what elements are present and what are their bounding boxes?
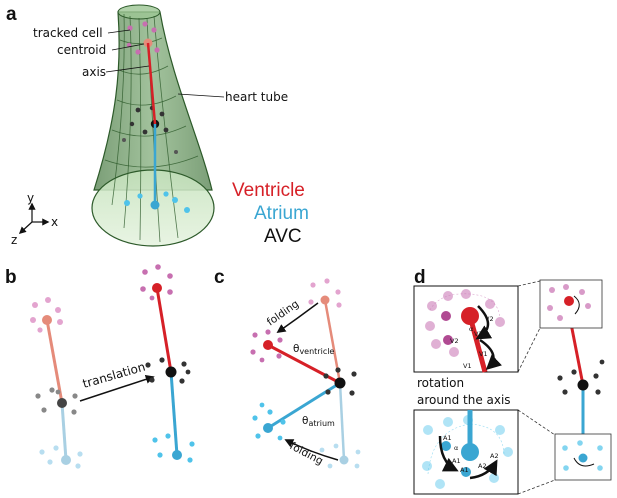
translation-arrow xyxy=(79,374,155,402)
v-label-5: V1 xyxy=(463,362,472,370)
a-label-0: A1 xyxy=(443,434,452,442)
coordinate-axes: y x z xyxy=(11,191,58,247)
theta-atrium-symbol: θ xyxy=(302,415,308,427)
region-legend: Ventricle Atrium AVC xyxy=(232,180,309,247)
zoom-box-ventricle: V2 α V2 V2 V1 V1 xyxy=(413,285,519,373)
theta-ventricle-label: θventricle xyxy=(293,343,334,356)
around-axis-label: around the axis xyxy=(417,393,511,407)
label-tracked-cell: tracked cell xyxy=(33,26,103,40)
v-label-3: V2 xyxy=(450,337,459,345)
a-label-1: α xyxy=(454,444,458,452)
panel-c: c foldin xyxy=(214,267,361,469)
legend-atrium: Atrium xyxy=(254,203,309,224)
panel-a: a xyxy=(6,4,309,247)
panel-b: b translation xyxy=(5,264,195,469)
v-label-0: V2 xyxy=(485,315,494,323)
label-axis: axis xyxy=(82,65,106,79)
panel-a-axis xyxy=(146,42,157,205)
v-label-2: V2 xyxy=(474,330,483,338)
a-label-3: A1 xyxy=(460,466,469,474)
tube-cells xyxy=(122,21,190,213)
zoom-box-atrium: A1 α A1 A1 A2 A2 xyxy=(413,409,519,495)
panel-a-letter: a xyxy=(6,4,17,25)
panel-d: d xyxy=(413,267,612,495)
axis-z-label: z xyxy=(11,233,17,247)
a-label-5: A2 xyxy=(490,452,499,460)
panel-c-letter: c xyxy=(214,267,225,288)
theta-atrium-sub: atrium xyxy=(308,419,335,428)
theta-ventricle-sub: ventricle xyxy=(299,347,334,356)
folding-top-label: folding xyxy=(265,298,301,328)
panel-b-original xyxy=(30,297,83,469)
panel-b-letter: b xyxy=(5,267,17,288)
panel-b-translated xyxy=(140,264,195,463)
legend-ventricle: Ventricle xyxy=(232,180,305,201)
translation-label: translation xyxy=(81,360,147,391)
theta-atrium-label: θatrium xyxy=(302,415,335,428)
folding-bottom-label: folding xyxy=(288,440,325,467)
axis-y-label: y xyxy=(27,191,34,205)
a-label-4: A2 xyxy=(478,462,487,470)
label-centroid: centroid xyxy=(57,43,106,57)
axis-x-label: x xyxy=(51,215,58,229)
v-label-4: V1 xyxy=(479,350,488,358)
panel-d-letter: d xyxy=(414,267,426,288)
theta-ventricle-symbol: θ xyxy=(293,343,299,355)
rotation-label: rotation xyxy=(417,376,464,390)
label-heart-tube: heart tube xyxy=(225,90,288,104)
v-label-1: α xyxy=(469,325,473,333)
a-label-2: A1 xyxy=(452,457,461,465)
legend-avc: AVC xyxy=(264,226,302,247)
